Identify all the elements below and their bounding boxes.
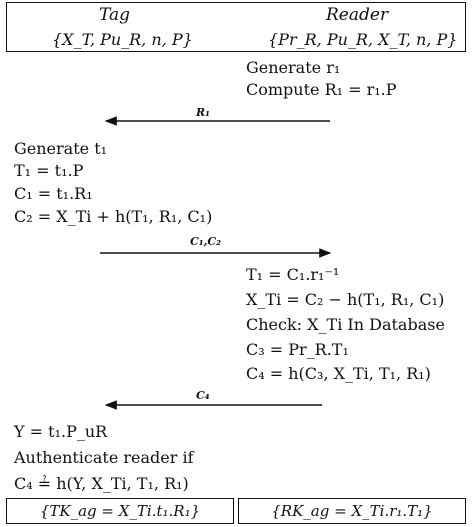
tag-parameter-set: {X_T, Pu_R, n, P} — [52, 30, 193, 49]
tag-compute-y: Y = t₁.P_uR — [14, 422, 108, 441]
message-c4-label: C₄ — [196, 389, 210, 402]
reader-session-key: {RK_ag = X_Ti.r₁.T₁} — [271, 502, 433, 520]
reader-recover-t1: T₁ = C₁.r₁⁻¹ — [246, 265, 340, 284]
reader-title: Reader — [326, 5, 389, 25]
reader-session-key-box: {RK_ag = X_Ti.r₁.T₁} — [238, 498, 466, 524]
reader-generate-r1: Generate r₁ — [246, 58, 341, 77]
reader-compute-c3: C₃ = Pr_R.T₁ — [246, 340, 349, 359]
message-r1-label: R₁ — [196, 106, 210, 119]
tag-authenticate-reader: Authenticate reader if — [14, 448, 194, 467]
tag-compute-c2: C₂ = X_Ti + h(T₁, R₁, C₁) — [14, 207, 213, 226]
tag-session-key: {TK_ag = X_Ti.t₁.R₁} — [39, 502, 201, 520]
message-c1-c2-label: C₁,C₂ — [190, 235, 221, 248]
reader-check-database: Check: X_Ti In Database — [246, 315, 445, 334]
tag-generate-t1: Generate t₁ — [14, 139, 108, 158]
header-box — [6, 2, 466, 52]
tag-session-key-box: {TK_ag = X_Ti.t₁.R₁} — [6, 498, 234, 524]
tag-compute-t1: T₁ = t₁.P — [14, 161, 84, 180]
reader-recover-xti: X_Ti = C₂ − h(T₁, R₁, C₁) — [246, 290, 445, 309]
tag-compute-c1: C₁ = t₁.R₁ — [14, 184, 93, 203]
reader-compute-r1: Compute R₁ = r₁.P — [246, 80, 397, 99]
reader-compute-c4: C₄ = h(C₃, X_Ti, T₁, R₁) — [246, 364, 431, 383]
tag-title: Tag — [99, 5, 131, 25]
tag-verify-c4: C₄ ≟ h(Y, X_Ti, T₁, R₁) — [14, 474, 189, 493]
reader-parameter-set: {Pr_R, Pu_R, X_T, n, P} — [268, 30, 458, 49]
